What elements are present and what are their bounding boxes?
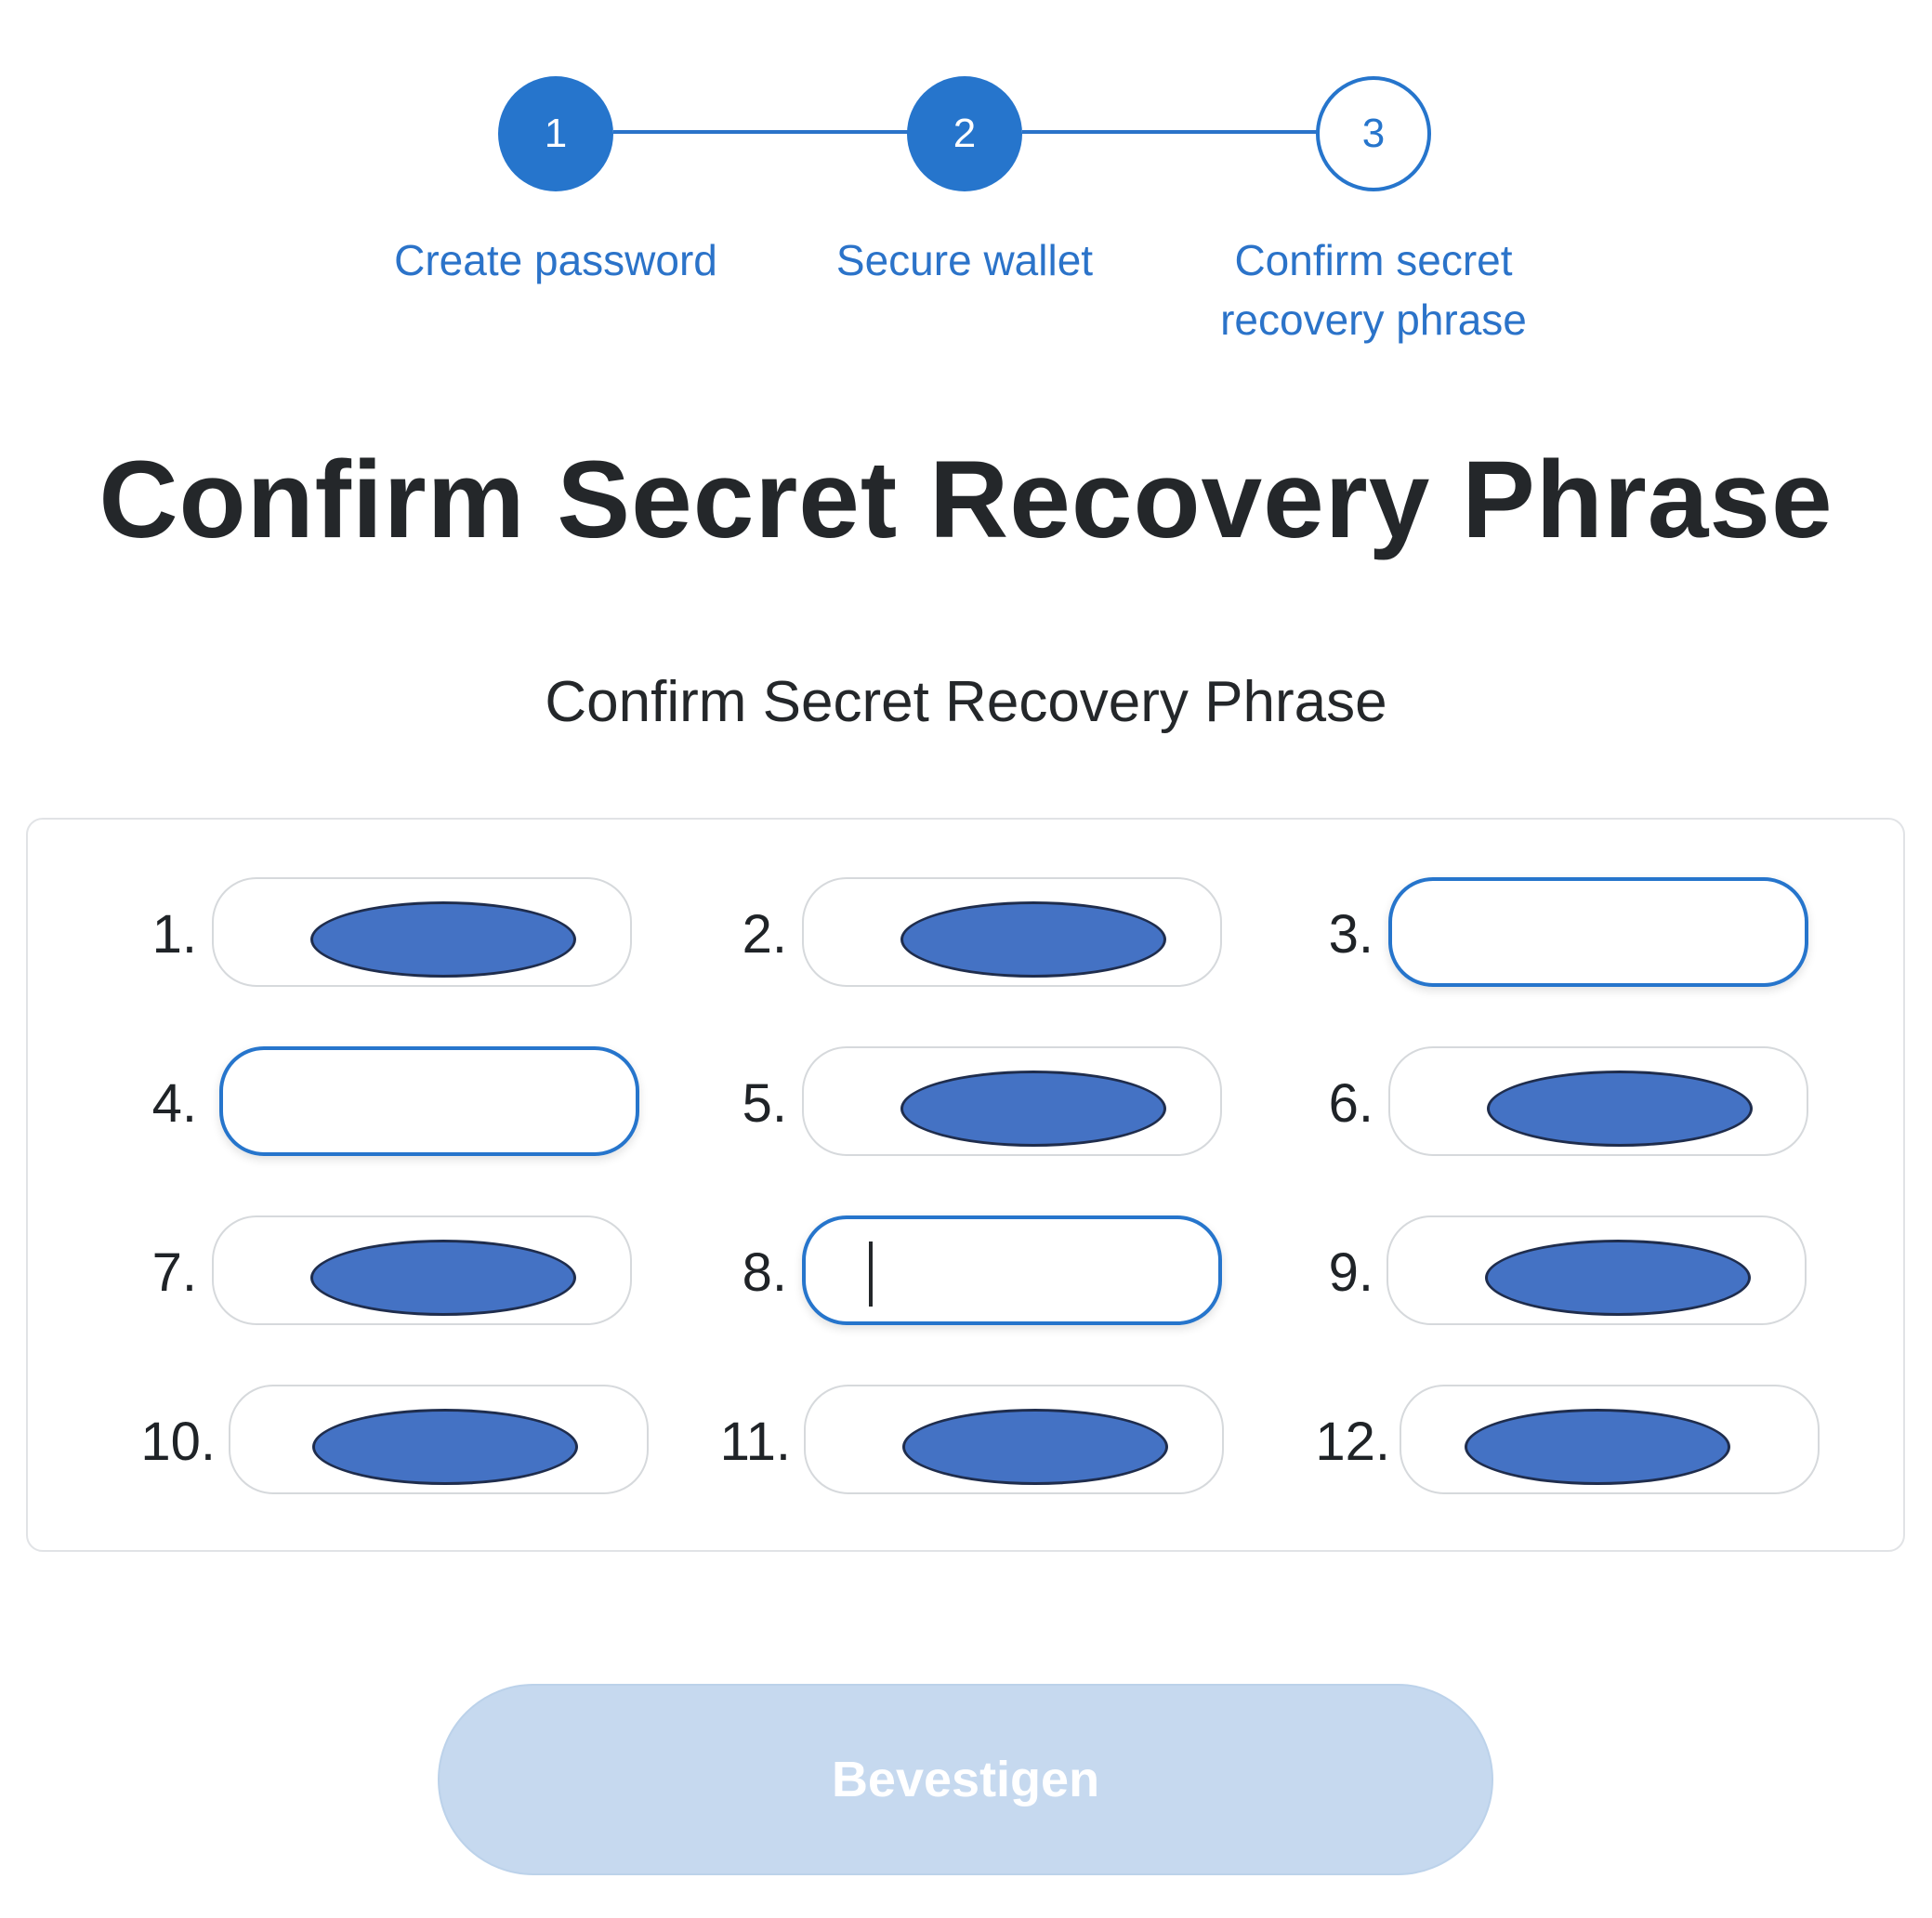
step-2-indicator: 2 [907, 76, 1022, 191]
redaction-mark [310, 901, 576, 978]
word-index: 3. [1328, 904, 1373, 965]
step-connector-1-2 [613, 130, 911, 134]
word-index: 4. [151, 1073, 197, 1134]
section-subtitle: Confirm Secret Recovery Phrase [545, 670, 1387, 734]
confirm-button-label: Bevestigen [831, 1752, 1100, 1807]
word-input-3[interactable] [1388, 877, 1808, 987]
redaction-mark [900, 1071, 1166, 1147]
redaction-mark [1465, 1409, 1730, 1485]
redaction-mark [900, 901, 1166, 978]
confirm-button[interactable]: Bevestigen [438, 1684, 1493, 1875]
word-3-text-input[interactable] [1392, 881, 1805, 983]
word-field-redacted [212, 877, 632, 987]
step-1-number: 1 [544, 111, 568, 156]
word-4-text-input[interactable] [223, 1050, 636, 1152]
redaction-mark [902, 1409, 1168, 1485]
step-3-indicator: 3 [1316, 76, 1431, 191]
word-input-4[interactable] [219, 1046, 639, 1156]
word-field-redacted [1388, 1046, 1808, 1156]
word-slot-8: 8. [702, 1215, 1241, 1331]
word-field-redacted [804, 1385, 1224, 1494]
word-field-redacted [802, 1046, 1222, 1156]
word-slot-6: 6. [1288, 1046, 1827, 1162]
redaction-mark [1485, 1240, 1751, 1316]
word-slot-7: 7. [112, 1215, 651, 1331]
word-slot-12: 12. [1288, 1385, 1846, 1500]
step-3-label: Confirm secret recovery phrase [1220, 236, 1527, 344]
word-input-8[interactable] [802, 1215, 1222, 1325]
step-1-label: Create password [394, 236, 717, 284]
word-field-redacted [212, 1215, 632, 1325]
redaction-mark [1487, 1071, 1753, 1147]
word-field-redacted [1400, 1385, 1820, 1494]
recovery-phrase-grid: 1. 2. 3. 4. 5. 6. 7. [26, 818, 1905, 1552]
word-index: 10. [140, 1412, 216, 1472]
word-index: 1. [151, 904, 197, 965]
word-index: 8. [742, 1242, 787, 1303]
word-index: 9. [1328, 1242, 1373, 1303]
word-index: 5. [742, 1073, 787, 1134]
word-field-redacted [1387, 1215, 1807, 1325]
word-index: 7. [151, 1242, 197, 1303]
word-index: 6. [1328, 1073, 1373, 1134]
step-2-label: Secure wallet [835, 236, 1094, 284]
word-slot-9: 9. [1288, 1215, 1827, 1331]
step-3-number: 3 [1361, 111, 1386, 156]
word-slot-3: 3. [1288, 877, 1827, 992]
step-2-number: 2 [953, 111, 977, 156]
word-slot-4: 4. [112, 1046, 651, 1162]
word-field-redacted [802, 877, 1222, 987]
word-index: 11. [719, 1412, 791, 1472]
word-slot-1: 1. [112, 877, 651, 992]
word-field-redacted [229, 1385, 649, 1494]
page-title: Confirm Secret Recovery Phrase [99, 439, 1833, 561]
word-slot-5: 5. [702, 1046, 1241, 1162]
progress-stepper: 1 2 3 Create password Secure wallet Conf… [0, 0, 1932, 353]
step-1-indicator: 1 [498, 76, 613, 191]
word-slot-2: 2. [702, 877, 1241, 992]
word-slot-10: 10. [112, 1385, 669, 1500]
word-index: 12. [1315, 1412, 1390, 1472]
word-8-text-input[interactable] [806, 1219, 1218, 1321]
step-connector-2-3 [1022, 130, 1320, 134]
text-caret [869, 1241, 873, 1307]
word-index: 2. [742, 904, 787, 965]
redaction-mark [310, 1240, 576, 1316]
word-slot-11: 11. [702, 1385, 1259, 1500]
redaction-mark [312, 1409, 578, 1485]
